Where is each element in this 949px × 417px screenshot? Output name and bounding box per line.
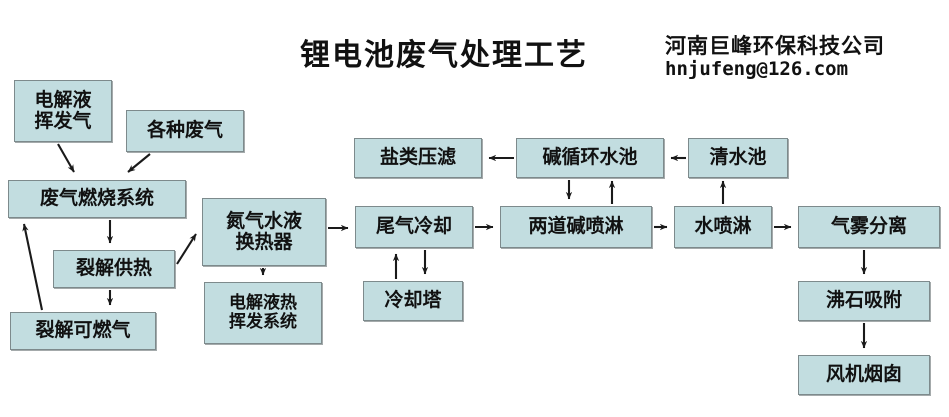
node-nitrogen-water-heat-exchanger[interactable]: 氮气水液 换热器 [202,198,326,266]
company-email: hnjufeng@126.com [665,58,849,80]
node-two-stage-alkali-spray[interactable]: 两道碱喷淋 [500,206,652,248]
node-mist-separation[interactable]: 气雾分离 [798,206,940,248]
node-electrolyte-vapor[interactable]: 电解液 挥发气 [14,80,112,142]
node-water-spray[interactable]: 水喷淋 [674,206,772,248]
node-pyrolysis-heating[interactable]: 裂解供热 [53,250,175,288]
node-waste-gas-combustion[interactable]: 废气燃烧系统 [8,180,186,218]
node-alkali-circulation-pool[interactable]: 碱循环水池 [516,138,664,178]
node-tail-gas-cooling[interactable]: 尾气冷却 [355,206,473,248]
node-various-waste-gas[interactable]: 各种废气 [126,110,244,152]
node-fan-chimney[interactable]: 风机烟囱 [798,355,930,395]
page-title: 锂电池废气处理工艺 [300,38,588,73]
company-name: 河南巨峰环保科技公司 [665,33,885,58]
node-electrolyte-heat-volatilization[interactable]: 电解液热 挥发系统 [204,282,322,344]
node-cooling-tower[interactable]: 冷却塔 [363,281,463,321]
node-pyrolysis-fuel-gas[interactable]: 裂解可燃气 [10,312,156,350]
node-salt-press-filter[interactable]: 盐类压滤 [354,138,482,178]
node-clean-water-pool[interactable]: 清水池 [688,138,788,178]
node-zeolite-adsorption[interactable]: 沸石吸附 [798,281,930,321]
